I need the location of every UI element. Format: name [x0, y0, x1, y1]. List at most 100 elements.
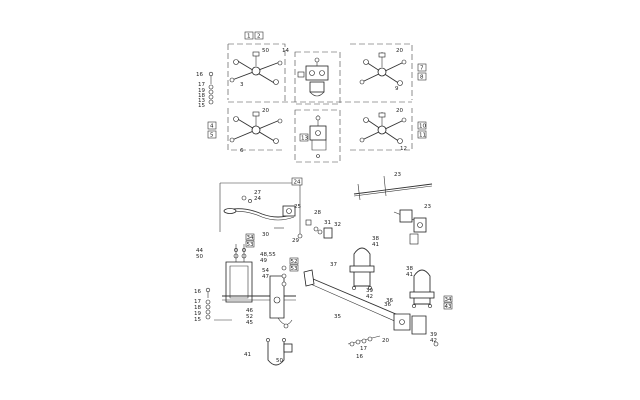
callout-45: 45	[246, 320, 253, 326]
callout-37: 37	[330, 262, 337, 268]
callout-20-bl: 20	[262, 108, 269, 114]
callout-20-tr: 20	[396, 48, 403, 54]
header-callout-boxes: 1 2	[244, 31, 264, 40]
callout-41b: 41	[406, 272, 413, 278]
top-assembly: 1 2	[196, 31, 426, 163]
callout-39: 39	[366, 288, 373, 294]
callout-42b: 42	[430, 338, 437, 344]
callout-12: 12	[400, 146, 407, 152]
cable-assembly: 24 27 24 25 28 3	[219, 172, 433, 245]
callout-14: 14	[282, 48, 289, 54]
frame-top-right	[350, 43, 413, 100]
x-bracket-top-right	[359, 52, 407, 86]
callout-13: 13	[198, 98, 205, 104]
callout-15: 15	[198, 103, 205, 109]
lower-left-assembly: 34 53 52 53	[194, 233, 299, 366]
right-callout-boxes: 7 8 10 11	[417, 63, 426, 139]
callout-41: 41	[372, 242, 379, 248]
callout-16-lr: 16	[356, 354, 363, 360]
callout-9: 9	[395, 86, 399, 92]
x-bracket-bottom-left	[229, 111, 283, 144]
u-bolt-upper	[349, 247, 375, 290]
frame-top-left	[228, 43, 286, 102]
callout-19-ll: 19	[194, 311, 201, 317]
left-callout-boxes: 4 5	[207, 121, 217, 139]
ll-box-53b: 53	[291, 266, 298, 272]
frame-top-center	[294, 51, 341, 105]
lower-right-callouts: 38 41 37 39 42 36 35 38 41 36 17 20 16 3…	[330, 236, 437, 360]
left-box-4: 4	[210, 124, 214, 130]
callout-16: 16	[196, 72, 203, 78]
lower-left-callouts: 44 50 48,55 49 54 47 16 17 18 19 15 46 5…	[194, 248, 283, 364]
callout-41-ll: 41	[244, 352, 251, 358]
callout-17: 17	[198, 82, 205, 88]
center-hardware-upper	[297, 57, 329, 97]
callout-35: 35	[334, 314, 341, 320]
callout-31: 31	[324, 220, 331, 226]
left-hardware-stack	[208, 71, 214, 105]
callout-15-ll: 15	[194, 317, 201, 323]
callout-24: 24	[254, 196, 261, 202]
callout-17-ll: 17	[194, 299, 201, 305]
cable-box-24: 24	[294, 180, 301, 186]
callout-16-ll: 16	[194, 289, 201, 295]
callout-47: 47	[262, 274, 269, 280]
callout-48-55: 48,55	[260, 252, 276, 258]
right-box-11: 11	[419, 133, 426, 139]
callout-36b: 36	[384, 302, 391, 308]
callout-3: 3	[240, 82, 244, 88]
callout-54: 54	[262, 268, 269, 274]
callout-17-lr: 17	[360, 346, 367, 352]
lower-right-assembly: 34 43 38 41 37 39 42 36 35 38 41 36 17 2…	[303, 236, 453, 360]
callout-50: 50	[262, 48, 269, 54]
x-bracket-bottom-right	[359, 112, 407, 144]
callout-18-ll: 18	[194, 305, 201, 311]
header-box-1: 1	[247, 34, 251, 40]
callout-49: 49	[260, 258, 267, 264]
callout-32: 32	[334, 222, 341, 228]
x-bracket-top-left	[229, 51, 283, 85]
ll-box-34: 34	[247, 235, 254, 241]
header-box-2: 2	[257, 34, 261, 40]
middle-callouts: 27 24 25 28 31 32 30 29 23 23	[254, 172, 431, 244]
callout-19: 19	[198, 88, 205, 94]
callout-25: 25	[294, 204, 301, 210]
lr-box-34: 34	[445, 297, 452, 303]
top-callouts: 50 14 3 16 17 19 18 13 15 20 9 20 6 20 1…	[196, 48, 407, 154]
u-bolt-right	[409, 269, 435, 308]
callout-27: 27	[254, 190, 261, 196]
callout-28: 28	[314, 210, 321, 216]
main-beam	[305, 275, 411, 321]
callout-20-lr: 20	[382, 338, 389, 344]
callout-30: 30	[262, 232, 269, 238]
callout-23-adjuster: 23	[424, 204, 431, 210]
callout-44: 44	[196, 248, 203, 254]
callout-38: 38	[372, 236, 379, 242]
center-box-13: 13	[301, 136, 308, 142]
lr-box-43: 43	[445, 304, 452, 310]
callout-29: 29	[292, 238, 299, 244]
long-rod	[353, 183, 433, 195]
callout-39b: 39	[430, 332, 437, 338]
callout-38b: 38	[406, 266, 413, 272]
callout-52: 52	[246, 314, 253, 320]
callout-50b: 50	[276, 358, 283, 364]
right-box-8: 8	[420, 75, 424, 81]
right-box-10: 10	[419, 124, 426, 130]
callout-50-ll: 50	[196, 254, 203, 260]
u-bolt-lower-left	[266, 338, 293, 366]
callout-6: 6	[240, 148, 244, 154]
frame-bottom-center	[294, 109, 341, 163]
ll-box-53: 53	[247, 242, 254, 248]
frame-bottom-right	[350, 108, 413, 151]
ll-box-52: 52	[291, 259, 298, 265]
callout-46: 46	[246, 308, 253, 314]
control-cable	[225, 208, 295, 218]
center-hardware-lower	[309, 115, 327, 158]
right-box-7: 7	[420, 66, 424, 72]
frame-bottom-left	[227, 108, 285, 151]
callout-18: 18	[198, 93, 205, 99]
adjuster-assembly	[393, 209, 427, 245]
callout-23-rod: 23	[394, 172, 401, 178]
